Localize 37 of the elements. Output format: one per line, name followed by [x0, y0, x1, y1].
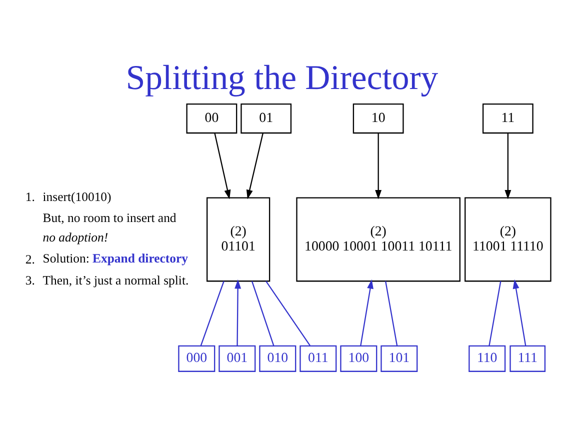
node-box: 000 — [178, 345, 216, 372]
arrow — [234, 279, 242, 346]
label: no adoption! — [42, 230, 108, 245]
diagram-title: Splitting the Directory — [126, 58, 438, 98]
label: insert(10010) — [42, 190, 112, 204]
connector — [266, 280, 310, 346]
arrow — [375, 133, 382, 200]
node-box: 101 — [380, 345, 418, 372]
arrow — [512, 279, 526, 346]
label: 2. — [25, 252, 35, 267]
node-box: 001 — [218, 345, 256, 372]
node-box: 011 — [300, 345, 337, 372]
label: 1. — [25, 190, 35, 204]
connector — [200, 280, 224, 346]
arrow — [246, 133, 264, 200]
connector — [385, 281, 398, 346]
node-box: 01 — [240, 104, 292, 134]
node-box: 10 — [352, 104, 404, 134]
node-box: 11 — [482, 104, 534, 134]
label: 3. — [25, 273, 35, 288]
arrow — [360, 279, 374, 346]
node-box: 110 — [468, 345, 506, 372]
label: Then, it’s just a normal split. — [42, 273, 189, 288]
node-box: 100 — [340, 345, 378, 372]
node-box: (2) 01101 — [206, 197, 270, 282]
label: Solution: — [42, 251, 90, 266]
arrow — [214, 133, 231, 200]
node-box: (2) 11001 11110 — [464, 197, 552, 282]
node-box: 111 — [510, 345, 546, 372]
node-box: 010 — [259, 345, 296, 372]
label: But, no room to insert and — [42, 210, 176, 225]
node-box: 00 — [186, 104, 238, 134]
arrow — [504, 133, 512, 200]
connector — [251, 280, 274, 346]
connector — [488, 281, 502, 346]
label: Expand directory — [92, 251, 188, 266]
node-box: (2) 10000 10001 10011 10111 — [296, 197, 460, 282]
